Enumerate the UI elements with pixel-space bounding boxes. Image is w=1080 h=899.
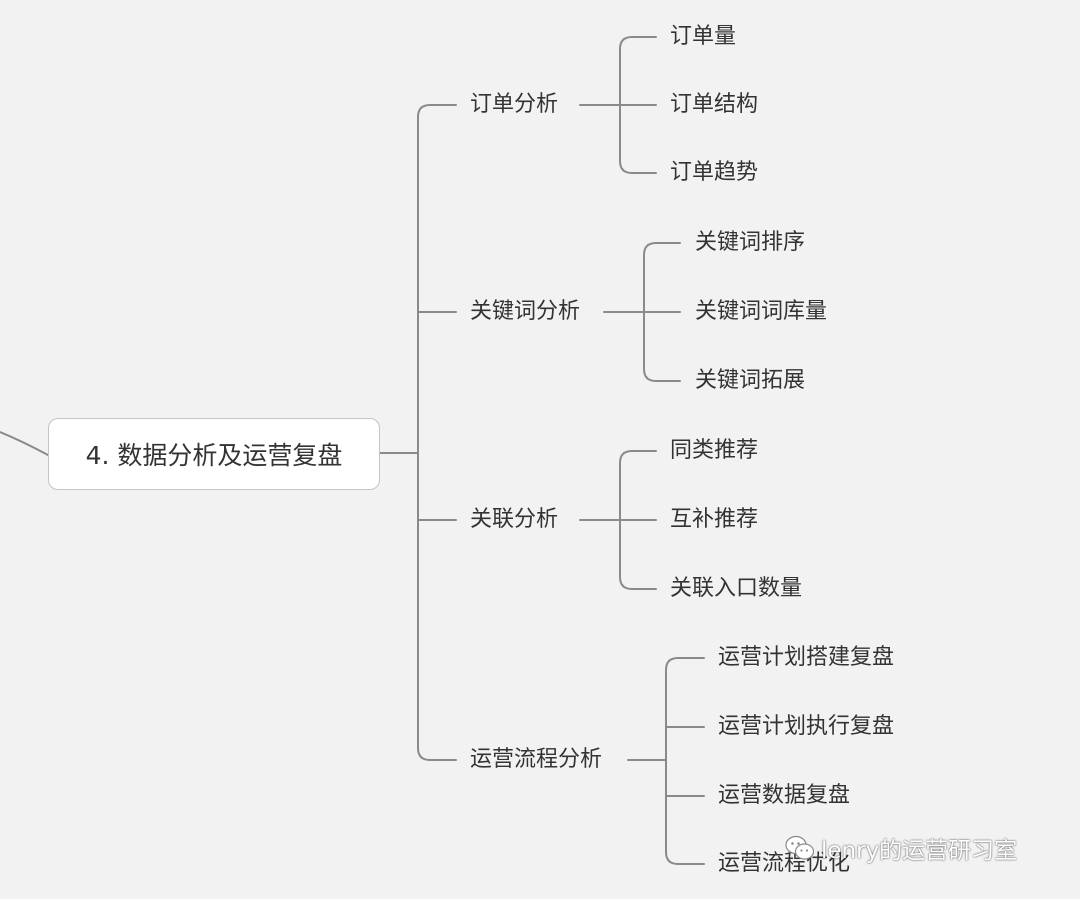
branch-trunk-line: [417, 104, 431, 761]
wechat-icon: [785, 835, 815, 861]
branch-process-analysis[interactable]: 运营流程分析: [470, 747, 603, 772]
leaf-keyword-expansion[interactable]: 关键词拓展: [695, 368, 806, 393]
leaf-association-entry-count[interactable]: 关联入口数量: [670, 576, 803, 601]
leaf-similar-recommend[interactable]: 同类推荐: [670, 438, 759, 463]
leaf-process-optimization[interactable]: 运营流程优化: [718, 851, 851, 876]
root-node-label: 4. 数据分析及运营复盘: [85, 441, 343, 470]
watermark-text: lenry的运营研习室: [821, 838, 1018, 864]
branch-keyword-analysis[interactable]: 关键词分析: [470, 299, 581, 324]
process-children-bracket: [665, 657, 679, 865]
branch-association-analysis[interactable]: 关联分析: [470, 507, 559, 532]
watermark: lenry的运营研习室: [785, 831, 1017, 865]
leaf-keyword-library-size[interactable]: 关键词词库量: [695, 299, 828, 324]
leaf-plan-build-review[interactable]: 运营计划搭建复盘: [718, 645, 895, 670]
leaf-order-volume[interactable]: 订单量: [670, 24, 737, 49]
leaf-data-review[interactable]: 运营数据复盘: [718, 783, 851, 808]
branch-order-analysis[interactable]: 订单分析: [470, 92, 559, 117]
root-incoming-line: [0, 431, 49, 456]
leaf-keyword-ranking[interactable]: 关键词排序: [695, 230, 806, 255]
root-node[interactable]: 4. 数据分析及运营复盘: [48, 418, 380, 490]
leaf-plan-execution-review[interactable]: 运营计划执行复盘: [718, 714, 895, 739]
leaf-order-trend[interactable]: 订单趋势: [670, 160, 759, 185]
leaf-complementary-recommend[interactable]: 互补推荐: [670, 507, 759, 532]
leaf-order-structure[interactable]: 订单结构: [670, 92, 759, 117]
